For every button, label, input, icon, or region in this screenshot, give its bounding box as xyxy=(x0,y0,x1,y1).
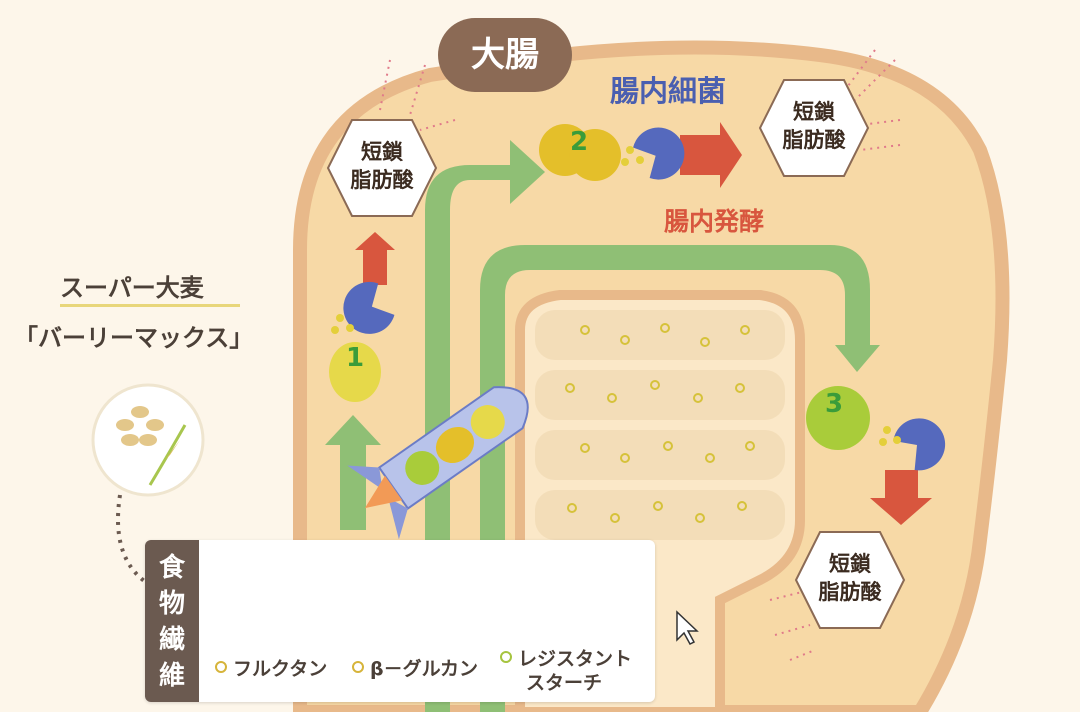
dot-icon xyxy=(500,651,512,663)
scfa-label-bottom-right: 短鎖 脂肪酸 xyxy=(796,550,904,606)
scfa-label-top-right: 短鎖 脂肪酸 xyxy=(760,98,868,154)
legend-label: フルクタン xyxy=(233,658,328,680)
product-name-line1: スーパー大麦 xyxy=(60,274,204,302)
scfa-line1: 短鎖 xyxy=(829,552,871,576)
product-underline xyxy=(60,304,240,307)
stool-bands xyxy=(535,310,785,540)
legend-item-fructan: フルクタン xyxy=(215,657,327,681)
scfa-label-left: 短鎖 脂肪酸 xyxy=(328,138,436,194)
heading-char: 食 xyxy=(158,553,185,583)
gut-bacteria-label: 腸内細菌 xyxy=(610,74,727,108)
svg-text:1: 1 xyxy=(346,343,364,373)
stool-dots xyxy=(565,323,755,523)
title-large-intestine: 大腸 xyxy=(438,18,572,92)
bacteria-pacmen xyxy=(343,127,946,471)
red-arrows xyxy=(355,122,932,525)
barley-grain-illustration xyxy=(91,383,205,497)
fructan-character-colon: 1 xyxy=(329,342,381,402)
legend-item-resistant-starch: レジスタント スターチ xyxy=(500,647,632,695)
fiber-legend xyxy=(145,540,655,702)
fiber-legend-heading: 食 物 繊 維 xyxy=(145,540,199,702)
scfa-line2: 脂肪酸 xyxy=(350,168,414,192)
dot-icon xyxy=(352,661,364,673)
fermentation-label: 腸内発酵 xyxy=(664,207,765,236)
product-name-line2: 「バーリーマックス」 xyxy=(14,324,254,352)
scfa-line2: 脂肪酸 xyxy=(818,580,882,604)
legend-label-line2: スターチ xyxy=(526,672,603,694)
cursor-icon xyxy=(676,610,699,645)
starch-character-colon: 3 xyxy=(806,386,870,450)
rocket xyxy=(347,386,529,540)
beta-glucan-character-colon: 2 xyxy=(539,124,621,181)
connector-dots xyxy=(116,494,152,587)
heading-char: 維 xyxy=(158,661,185,691)
dotted-lines xyxy=(379,49,901,661)
svg-text:2: 2 xyxy=(570,127,588,157)
scfa-line1: 短鎖 xyxy=(793,100,835,124)
legend-item-beta-glucan: β－グルカン xyxy=(352,657,478,681)
scfa-line2: 脂肪酸 xyxy=(782,128,846,152)
scfa-hexagons xyxy=(326,79,906,629)
heading-char: 物 xyxy=(158,589,185,619)
dot-icon xyxy=(215,661,227,673)
heading-char: 繊 xyxy=(158,625,185,655)
legend-label: β－グルカン xyxy=(370,658,479,680)
scfa-line1: 短鎖 xyxy=(361,140,403,164)
svg-text:3: 3 xyxy=(825,389,843,419)
legend-label: レジスタント xyxy=(518,648,633,670)
